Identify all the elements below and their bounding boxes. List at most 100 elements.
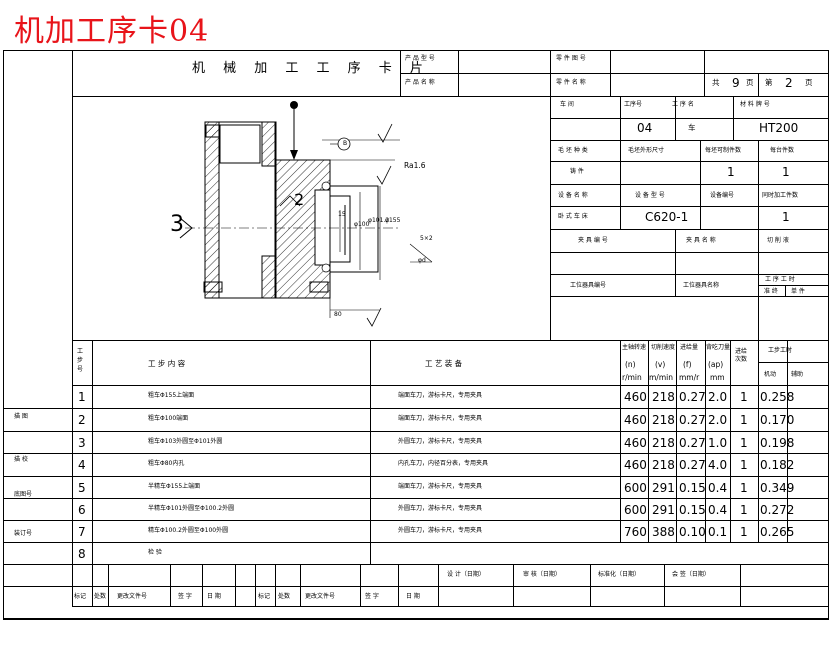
work-hours-label: 工步工时 xyxy=(768,347,793,354)
dim-label-phi101: φ101.2 xyxy=(368,217,390,224)
step-equipment-cell: 端面车刀，游标卡尺，专用夹具 xyxy=(398,483,483,490)
revision-column-label: 签 字 xyxy=(178,593,192,600)
step-no-cell: 5 xyxy=(78,481,86,495)
datum-icon xyxy=(330,137,351,151)
depth-cell: 0.1 xyxy=(708,525,728,539)
grid-line xyxy=(758,340,759,542)
grid-line xyxy=(72,50,73,606)
grid-line xyxy=(550,161,829,162)
revision-column-label: 处数 xyxy=(278,593,291,600)
step-marker-icon xyxy=(279,195,301,207)
passes-cell: 1 xyxy=(740,525,748,539)
step-content-cell: 精车Φ100.2外圆至Φ100外圆 xyxy=(148,527,229,534)
machine-time-label: 机动 xyxy=(764,371,777,378)
roughness-icon xyxy=(366,123,393,327)
step-content-cell: 半精车Φ155上端面 xyxy=(148,483,201,490)
grid-line xyxy=(758,184,759,229)
revision-column-label: 日 期 xyxy=(207,593,221,600)
cutting-speed-cell: 218 xyxy=(652,458,675,472)
spindle-speed-cell: 460 xyxy=(624,390,647,404)
grid-line xyxy=(3,586,72,587)
blank-size-label: 毛坯外形尺寸 xyxy=(628,147,665,154)
grid-line xyxy=(550,296,829,297)
side-label-trace: 描 图 xyxy=(14,413,28,420)
grid-line xyxy=(550,252,829,253)
step-content-cell: 检 验 xyxy=(148,549,162,556)
parts-per-unit-label: 每台件数 xyxy=(770,147,795,154)
grid-line xyxy=(255,564,256,606)
machine-time-cell: 0.258 xyxy=(760,390,795,404)
side-label-base-drawing: 底图号 xyxy=(14,491,33,498)
cutting-speed-cell: 388 xyxy=(652,525,675,539)
grid-line xyxy=(550,140,829,141)
grid-line xyxy=(398,564,399,606)
dim-label-phid: φd xyxy=(418,257,426,264)
dim-label-chamfer: 5×2 xyxy=(420,235,433,242)
grid-line xyxy=(664,564,665,606)
spindle-speed-cell: 460 xyxy=(624,458,647,472)
passes-cell: 1 xyxy=(740,481,748,495)
cutting-speed-cell: 291 xyxy=(652,503,675,517)
grid-line xyxy=(3,408,4,606)
step-no-cell: 7 xyxy=(78,525,86,539)
grid-line xyxy=(620,340,621,542)
grid-line xyxy=(72,564,829,565)
aux-time-label: 辅助 xyxy=(791,371,804,378)
feed-cell: 0.27 xyxy=(679,390,706,404)
revision-column-label: 更改文件号 xyxy=(305,593,336,600)
spindle-speed-cell: 460 xyxy=(624,413,647,427)
depth-cell: 4.0 xyxy=(708,458,728,472)
parts-per-blank-label: 每坯可制件数 xyxy=(705,147,742,154)
blank-type-label: 毛 坯 种 类 xyxy=(558,147,588,154)
machine-time-cell: 0.182 xyxy=(760,458,795,472)
product-name-label: 产 品 名 称 xyxy=(405,79,435,86)
total-label: 共 xyxy=(712,78,720,87)
simultaneous-value: 1 xyxy=(782,210,790,224)
grid-line xyxy=(733,96,734,140)
passes-cell: 1 xyxy=(740,503,748,517)
grid-line xyxy=(72,96,829,97)
dim-label-15: 15 xyxy=(338,211,346,218)
machine-time-cell: 0.170 xyxy=(760,413,795,427)
feed-cell: 0.27 xyxy=(679,436,706,450)
grid-line xyxy=(400,73,829,74)
grid-line xyxy=(700,140,701,184)
grid-line xyxy=(72,520,829,521)
step-no-header: 工步号 xyxy=(77,348,84,373)
grid-line xyxy=(72,385,829,386)
machine-time-cell: 0.272 xyxy=(760,503,795,517)
product-model-label: 产 品 型 号 xyxy=(405,55,435,62)
grid-line xyxy=(648,340,649,542)
part-outline xyxy=(185,121,400,299)
passes-label: 进给次数 xyxy=(735,348,748,363)
spindle-speed-cell: 600 xyxy=(624,503,647,517)
step-number-label: 2 xyxy=(294,190,305,209)
grid-line xyxy=(92,340,93,564)
spindle-speed-cell: 760 xyxy=(624,525,647,539)
passes-cell: 1 xyxy=(740,436,748,450)
part-drawing-no-label: 零 件 图 号 xyxy=(556,55,586,62)
clamp-arrow-icon xyxy=(290,101,298,160)
time-standard-label: 准 终 xyxy=(764,288,778,295)
revision-column-label: 标记 xyxy=(74,593,87,600)
coolant-label: 切 削 液 xyxy=(767,237,789,244)
process-no-value: 04 xyxy=(637,121,653,135)
cutting-speed-cell: 291 xyxy=(652,481,675,495)
equipment-no-label: 设备编号 xyxy=(710,192,735,199)
depth-cell: 0.4 xyxy=(708,481,728,495)
depth-cell: 2.0 xyxy=(708,390,728,404)
step-equipment-cell: 外圆车刀，游标卡尺，专用夹具 xyxy=(398,438,483,445)
step-equipment-cell: 外圆车刀，游标卡尺，专用夹具 xyxy=(398,527,483,534)
step-content-cell: 粗车Φ155上端面 xyxy=(148,392,195,399)
sheet-unit-label: 页 xyxy=(805,78,813,87)
cutting-speed-label: 切削速度 xyxy=(651,344,676,351)
passes-cell: 1 xyxy=(740,458,748,472)
feed-symbol: (f) xyxy=(683,360,692,369)
machine-time-cell: 0.265 xyxy=(760,525,795,539)
time-unit-label: 单 件 xyxy=(791,288,805,295)
spindle-speed-unit: r/min xyxy=(622,373,642,382)
grid-line xyxy=(3,408,72,409)
side-label-check: 描 校 xyxy=(14,456,28,463)
station-tool-name-label: 工位器具名称 xyxy=(683,282,720,289)
review-label: 审 核（日期） xyxy=(523,571,561,578)
